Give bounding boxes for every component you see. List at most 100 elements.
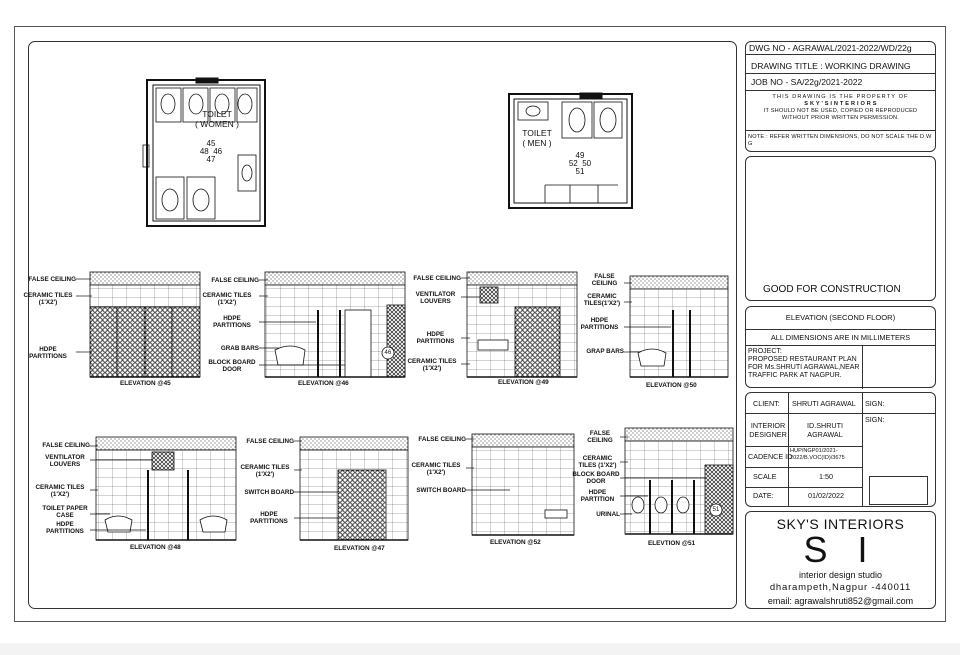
e45-hdpe-partitions-label: HDPE PARTITIONS xyxy=(29,346,67,360)
drawing-area-frame xyxy=(28,41,737,609)
tag-48: 48 xyxy=(199,147,209,156)
studio-logo-box: SKY'S INTERIORS S I interior design stud… xyxy=(745,511,936,609)
e46-caption: ELEVATION @46 xyxy=(298,380,349,387)
studio-tagline: interior design studio xyxy=(798,570,883,580)
date-label: DATE: xyxy=(753,491,774,500)
tag-49: 49 xyxy=(575,151,585,160)
property-line-2: S K Y ' S I N T E R I O R S xyxy=(804,101,877,107)
women-toilet-label: TOILET xyxy=(202,109,232,119)
men-toilet-plan xyxy=(508,92,633,209)
men-elevation-tags: 49 52 50 51 xyxy=(564,152,596,176)
e51-ceramic-tiles-label: CERAMIC TILES (1'X2') xyxy=(578,455,617,469)
project-description: PROPOSED RESTAURANT PLAN FOR Ms.SHRUTI A… xyxy=(748,356,860,379)
e49-ceramic-tiles-label: CERAMIC TILES (1'X2') xyxy=(407,358,457,372)
title-block-header: DWG NO - AGRAWAL/2021-2022/WD/22g DRAWIN… xyxy=(745,41,936,152)
studio-address: dharampeth,Nagpur -440011 xyxy=(769,582,912,593)
e52-switch-board-label: SWITCH BOARD xyxy=(416,487,466,494)
tag-50: 50 xyxy=(582,159,592,168)
e46-grab-bars-label: GRAB BARS xyxy=(220,345,259,352)
men-toilet-title: TOILET ( MEN ) xyxy=(514,128,560,148)
property-line-3: IT SHOULD NOT BE USED, COPIED OR REPRODU… xyxy=(763,108,918,114)
sheet-info-box: ELEVATION (SECOND FLOOR) ALL DIMENSIONS … xyxy=(745,306,936,389)
women-toilet-plan xyxy=(142,77,266,227)
e48-caption: ELEVATION @48 xyxy=(130,544,181,551)
designer-sign-label: SIGN: xyxy=(865,415,885,424)
e50-hdpe-partitions-label: HDPE PARTITIONS xyxy=(580,317,619,331)
designer-label: INTERIOR DESIGNER xyxy=(749,421,787,439)
project-label: PROJECT: xyxy=(748,348,782,355)
drawing-title: DRAWING TITLE : WORKING DRAWING xyxy=(751,61,911,71)
e46-block-board-door-label: BLOCK BOARD DOOR xyxy=(208,359,256,373)
e48-ventilator-label: VENTILATOR LOUVERS xyxy=(45,454,85,468)
e47-caption: ELEVATION @47 xyxy=(334,545,385,552)
elevation-48-drawing xyxy=(95,436,237,541)
tag-47: 47 xyxy=(206,155,216,164)
e46-false-ceiling-label: FALSE CEILING xyxy=(211,277,259,284)
elevation-49-drawing xyxy=(466,271,578,378)
e51-tag: 51 xyxy=(712,507,720,513)
e48-false-ceiling-label: FALSE CEILING xyxy=(42,442,90,449)
scale-label: SCALE xyxy=(753,472,777,481)
scale-value: 1:50 xyxy=(819,472,833,481)
client-value: SHRUTI AGRAWAL xyxy=(792,399,856,408)
e45-ceramic-tiles-label: CERAMIC TILES (1'X2') xyxy=(23,292,73,306)
e46-ceramic-tiles-label: CERAMIC TILES (1'X2') xyxy=(202,292,252,306)
e51-urinal-label: URINAL xyxy=(596,511,620,518)
elevation-50-drawing xyxy=(629,275,729,378)
elevation-47-drawing xyxy=(299,436,409,541)
scale-note: NOTE : REFER WRITTEN DIMENSIONS, DO NOT … xyxy=(748,134,932,147)
studio-email: email: agrawalshruti852@gmail.com xyxy=(767,596,914,606)
e49-ventilator-label: VENTILATOR LOUVERS xyxy=(415,291,456,305)
property-line-4: WITHOUT PRIOR WRITTEN PERMISSION. xyxy=(781,115,900,121)
tag-45: 45 xyxy=(206,139,216,148)
elevation-46-drawing xyxy=(264,271,406,378)
e46-hdpe-partitions-label: HDPE PARTITIONS xyxy=(213,315,251,329)
property-line-1: THIS DRAWING IS THE PROPERTY OF xyxy=(772,94,909,100)
cadence-label: CADENCE ID xyxy=(748,452,793,461)
elevation-45-drawing xyxy=(89,271,201,378)
e50-ceramic-tiles-label: CERAMIC TILES(1'X2') xyxy=(583,293,621,307)
job-number: JOB NO - SA/22g/2021-2022 xyxy=(751,77,863,87)
e45-caption: ELEVATION @45 xyxy=(120,380,171,387)
e47-false-ceiling-label: FALSE CEILING xyxy=(246,438,294,445)
cadence-value: HUP/NGP01/2021-2022/B.VOC(ID)/3675 xyxy=(790,448,845,461)
e51-caption: ELEVTION @51 xyxy=(648,540,696,547)
e49-hdpe-partitions-label: HDPE PARTITIONS xyxy=(416,331,455,345)
e49-caption: ELEVATION @49 xyxy=(498,379,549,386)
e45-false-ceiling-label: FALSE CEILING xyxy=(28,276,76,283)
stamp-box xyxy=(869,476,928,505)
e46-tag: 46 xyxy=(384,350,392,356)
e47-hdpe-partitions-label: HDPE PARTITIONS xyxy=(250,511,288,525)
men-toilet-sublabel: ( MEN ) xyxy=(522,138,552,148)
studio-logo: S I xyxy=(803,529,878,570)
elevation-52-drawing xyxy=(471,433,575,536)
studio-name: SKY'S INTERIORS xyxy=(776,516,905,532)
e48-toilet-paper-case-label: TOILET PAPER CASE xyxy=(42,505,88,519)
women-elevation-tags: 45 48 46 47 xyxy=(196,140,226,164)
client-info-box: CLIENT: SHRUTI AGRAWAL SIGN: INTERIOR DE… xyxy=(745,392,936,507)
tag-51: 51 xyxy=(575,167,585,176)
e51-block-board-door-label: BLOCK BOARD DOOR xyxy=(572,471,620,485)
e52-false-ceiling-label: FALSE CEILING xyxy=(418,436,466,443)
e50-caption: ELEVATION @50 xyxy=(646,382,697,389)
women-toilet-sublabel: ( WOMEN ) xyxy=(195,119,239,129)
e52-caption: ELEVATION @52 xyxy=(490,539,541,546)
e51-hdpe-partition-label: HDPE PARTITION xyxy=(580,489,615,503)
men-toilet-label: TOILET xyxy=(522,128,552,138)
client-sign-label: SIGN: xyxy=(865,399,885,408)
sheet-title: ELEVATION (SECOND FLOOR) xyxy=(785,313,896,322)
e51-false-ceiling-label: FALSE CEILING xyxy=(587,430,613,444)
e47-switch-board-label: SWITCH BOARD xyxy=(244,489,294,496)
e52-ceramic-tiles-label: CERAMIC TILES (1'X2') xyxy=(411,462,461,476)
date-value: 01/02/2022 xyxy=(808,491,844,500)
leader-lines xyxy=(76,277,705,531)
e48-hdpe-partitions-label: HDPE PARTITIONS xyxy=(46,521,84,535)
tag-46: 46 xyxy=(213,147,223,156)
elevation-51-drawing xyxy=(624,427,734,535)
construction-status-box: GOOD FOR CONSTRUCTION xyxy=(745,156,936,301)
tag-52: 52 xyxy=(568,159,578,168)
e48-ceramic-tiles-label: CERAMIC TILES (1'X2') xyxy=(35,484,85,498)
good-for-construction: GOOD FOR CONSTRUCTION xyxy=(763,284,901,295)
women-toilet-title: TOILET ( WOMEN ) xyxy=(192,109,242,129)
